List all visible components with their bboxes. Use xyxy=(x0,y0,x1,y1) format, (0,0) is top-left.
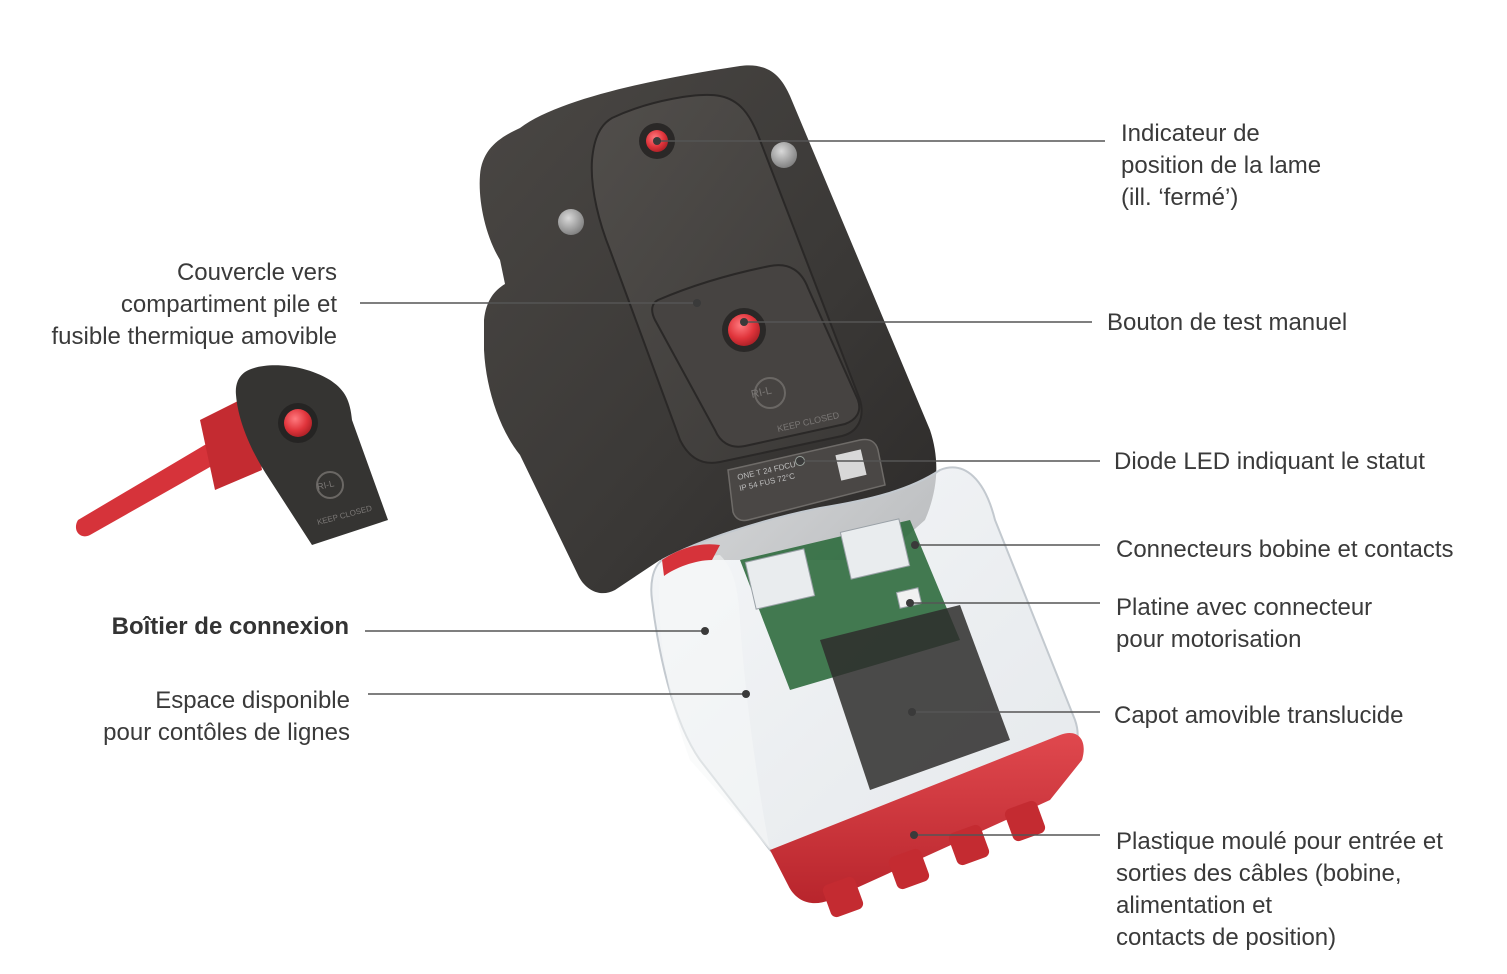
translucent-hood xyxy=(659,555,770,850)
detached-cover-illustration xyxy=(75,365,388,545)
label-indicator: Indicateur de position de la lame (ill. … xyxy=(1121,120,1322,211)
dot-led xyxy=(796,457,804,465)
detached-cover-plate xyxy=(235,365,388,545)
label-connectors: Connecteurs bobine et contacts xyxy=(1116,536,1454,563)
cable-gland-2 xyxy=(888,848,930,890)
dot-indicator xyxy=(653,137,661,145)
label-board: Platine avec connecteur pour motorisatio… xyxy=(1116,594,1373,653)
dot-test-button xyxy=(740,318,748,326)
label-cable-entry: Plastique moulé pour entrée et sorties d… xyxy=(1116,828,1443,951)
label-hood: Capot amovible translucide xyxy=(1114,702,1404,729)
label-free-space: Espace disponible pour contôles de ligne… xyxy=(103,687,350,746)
dot-connectors xyxy=(911,541,919,549)
dot-cable-entry xyxy=(910,831,918,839)
connector-block-left xyxy=(744,548,816,610)
detached-cover-logo-mark xyxy=(316,471,344,499)
cable-gland-4 xyxy=(1004,800,1046,842)
internal-cavity xyxy=(820,605,1010,790)
dot-free-space xyxy=(742,690,750,698)
dot-hood xyxy=(908,708,916,716)
screw-top-right xyxy=(771,142,797,168)
label-cover: Couvercle vers compartiment pile et fusi… xyxy=(51,259,337,350)
cable-entry-base xyxy=(770,732,1084,904)
battery-cover xyxy=(651,264,861,448)
detached-cover-pin xyxy=(75,430,240,537)
dot-junction-box xyxy=(701,627,709,635)
connector-block-right xyxy=(839,518,911,580)
red-rim-left xyxy=(662,544,720,576)
label-junction-box: Boîtier de connexion xyxy=(111,613,349,640)
screw-left xyxy=(558,209,584,235)
dot-board xyxy=(906,599,914,607)
cover-logo-mark xyxy=(754,377,786,409)
device-logo-text: RI-L xyxy=(750,385,773,401)
label-test-button: Bouton de test manuel xyxy=(1107,309,1348,336)
dot-cover xyxy=(693,299,701,307)
detached-cover-button xyxy=(284,409,312,437)
label-led: Diode LED indiquant le statut xyxy=(1114,448,1425,475)
qr-code xyxy=(835,449,867,481)
detached-cover-logo-text: RI-L xyxy=(316,478,335,492)
cable-gland-1 xyxy=(822,876,864,918)
